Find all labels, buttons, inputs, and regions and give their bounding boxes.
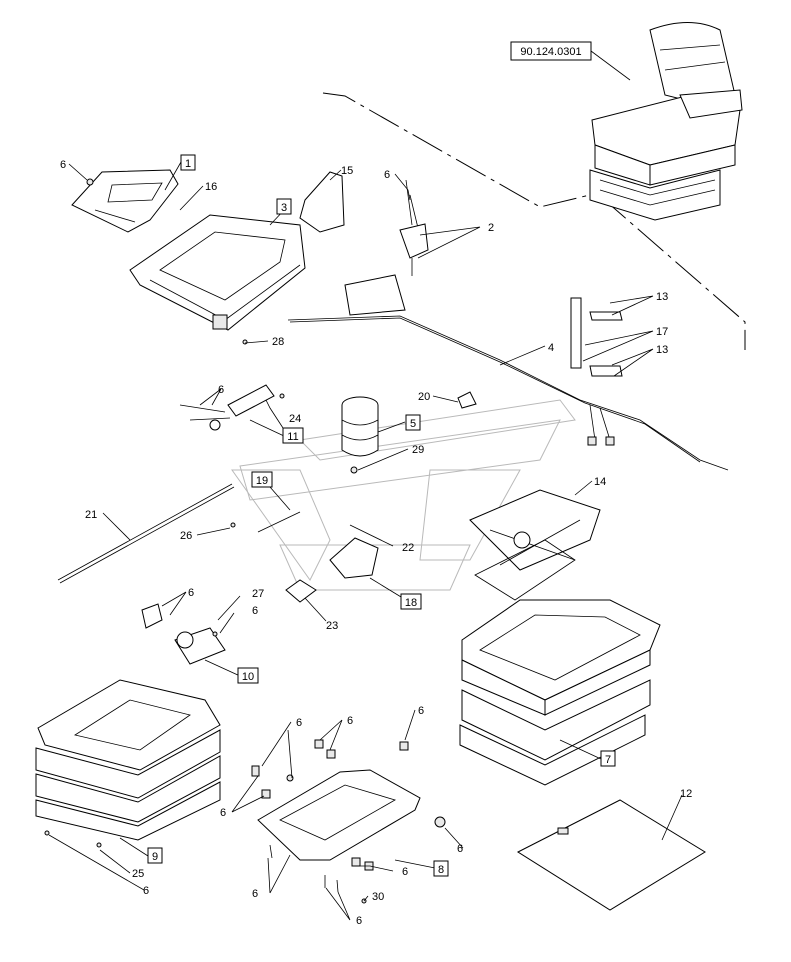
svg-text:3: 3 xyxy=(281,202,287,214)
callout-24: 24 xyxy=(289,413,301,425)
callout-6: 6 xyxy=(188,587,194,599)
callout-23: 23 xyxy=(326,620,338,632)
boxed-callout-5: 5 xyxy=(405,414,421,431)
air-spring-part-5 xyxy=(341,396,379,457)
reference-code-leader xyxy=(590,50,631,81)
callout-6: 6 xyxy=(220,807,226,819)
bracket-part-13-b xyxy=(589,365,623,377)
rod-part-21 xyxy=(57,483,233,581)
callout-12: 12 xyxy=(680,788,692,800)
motor-part-10 xyxy=(141,603,226,665)
suspension-base-part-7 xyxy=(459,599,661,786)
pin-part-19 xyxy=(257,511,301,533)
callout-leaders xyxy=(48,161,683,921)
callout-28: 28 xyxy=(272,336,284,348)
boxed-callout-9: 9 xyxy=(147,847,163,864)
svg-text:1: 1 xyxy=(185,158,191,170)
bracket-part-15 xyxy=(299,171,345,233)
ghost-outline xyxy=(231,399,576,591)
bellows-part-9 xyxy=(35,679,221,841)
callout-26: 26 xyxy=(180,530,192,542)
callout-6: 6 xyxy=(402,866,408,878)
callout-6: 6 xyxy=(60,159,66,171)
callout-29: 29 xyxy=(412,444,424,456)
bracket-part-13-a xyxy=(589,311,623,321)
strip-part-17 xyxy=(570,297,582,369)
callout-25: 25 xyxy=(132,868,144,880)
callout-14: 14 xyxy=(594,476,606,488)
callout-6: 6 xyxy=(418,705,424,717)
callout-30: 30 xyxy=(372,891,384,903)
callout-15: 15 xyxy=(341,165,353,177)
damper-part-11 xyxy=(179,384,275,431)
callout-20: 20 xyxy=(418,391,430,403)
callout-21: 21 xyxy=(85,509,97,521)
callout-6: 6 xyxy=(296,717,302,729)
svg-text:8: 8 xyxy=(438,864,444,876)
boxed-callout-11: 11 xyxy=(282,427,304,444)
callout-13: 13 xyxy=(656,344,668,356)
callout-2: 2 xyxy=(488,222,494,234)
callout-6: 6 xyxy=(356,915,362,927)
svg-text:9: 9 xyxy=(152,851,158,863)
callout-27: 27 xyxy=(252,588,264,600)
floor-plate-part-12 xyxy=(516,799,706,911)
callout-13: 13 xyxy=(656,291,668,303)
assembly-leader-line-2 xyxy=(599,195,746,350)
callout-6: 6 xyxy=(252,888,258,900)
callout-6: 6 xyxy=(143,885,149,897)
callout-6: 6 xyxy=(218,384,224,396)
boxed-callout-19: 19 xyxy=(251,471,273,488)
svg-text:10: 10 xyxy=(242,671,254,683)
assembly-leader-line xyxy=(322,92,599,208)
boxed-callout-18: 18 xyxy=(400,593,422,610)
callout-22: 22 xyxy=(402,542,414,554)
plain-callouts: 2 4 6 6 6 6 6 6 6 6 6 6 6 6 6 6 12 13 13… xyxy=(60,159,692,927)
callout-6: 6 xyxy=(252,605,258,617)
wiring-harness-part-4 xyxy=(287,274,729,471)
callout-6: 6 xyxy=(347,715,353,727)
seat-frame-part xyxy=(129,214,306,331)
svg-text:7: 7 xyxy=(605,754,611,766)
boxed-callout-7: 7 xyxy=(600,750,616,767)
scissor-mechanism-part-14 xyxy=(469,489,601,601)
callout-6: 6 xyxy=(384,169,390,181)
boxed-callout-1: 1 xyxy=(180,154,196,171)
valve-part-18 xyxy=(329,537,379,579)
block-part-23 xyxy=(285,579,317,603)
reference-code-label: 90.124.0301 xyxy=(520,46,581,58)
cover-plate-part xyxy=(71,169,179,233)
lever-part-2 xyxy=(399,179,429,276)
svg-text:18: 18 xyxy=(405,597,417,609)
callout-6: 6 xyxy=(457,843,463,855)
svg-text:5: 5 xyxy=(410,418,416,430)
svg-text:19: 19 xyxy=(256,475,268,487)
complete-seat-illustration xyxy=(589,22,743,221)
clip-part-20 xyxy=(457,391,477,409)
callout-4: 4 xyxy=(548,342,554,354)
base-plate-part-8 xyxy=(257,769,421,861)
callout-17: 17 xyxy=(656,326,668,338)
boxed-callout-3: 3 xyxy=(276,198,292,215)
callout-16: 16 xyxy=(205,181,217,193)
boxed-callout-10: 10 xyxy=(237,667,259,684)
svg-text:11: 11 xyxy=(287,431,298,443)
boxed-callout-8: 8 xyxy=(433,860,449,877)
